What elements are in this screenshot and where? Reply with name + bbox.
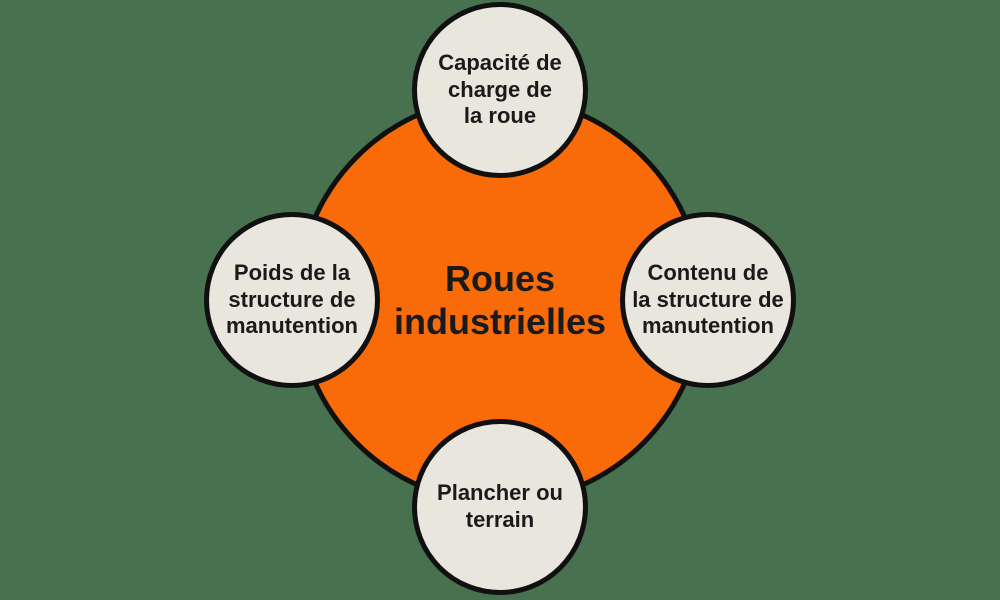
node-circle-capacite-de-charge: Capacité de charge de la roue	[412, 2, 588, 178]
node-label-contenu-structure: Contenu de la structure de manutention	[632, 259, 784, 339]
node-label-plancher-ou-terrain: Plancher ou terrain	[437, 480, 563, 532]
node-label-poids-structure: Poids de la structure de manutention	[226, 259, 358, 339]
node-circle-poids-structure: Poids de la structure de manutention	[204, 212, 380, 388]
center-circle-label: Roues industrielles	[393, 257, 607, 342]
node-circle-contenu-structure: Contenu de la structure de manutention	[620, 212, 796, 388]
node-circle-plancher-ou-terrain: Plancher ou terrain	[412, 419, 588, 595]
node-label-capacite-de-charge: Capacité de charge de la roue	[438, 49, 562, 129]
